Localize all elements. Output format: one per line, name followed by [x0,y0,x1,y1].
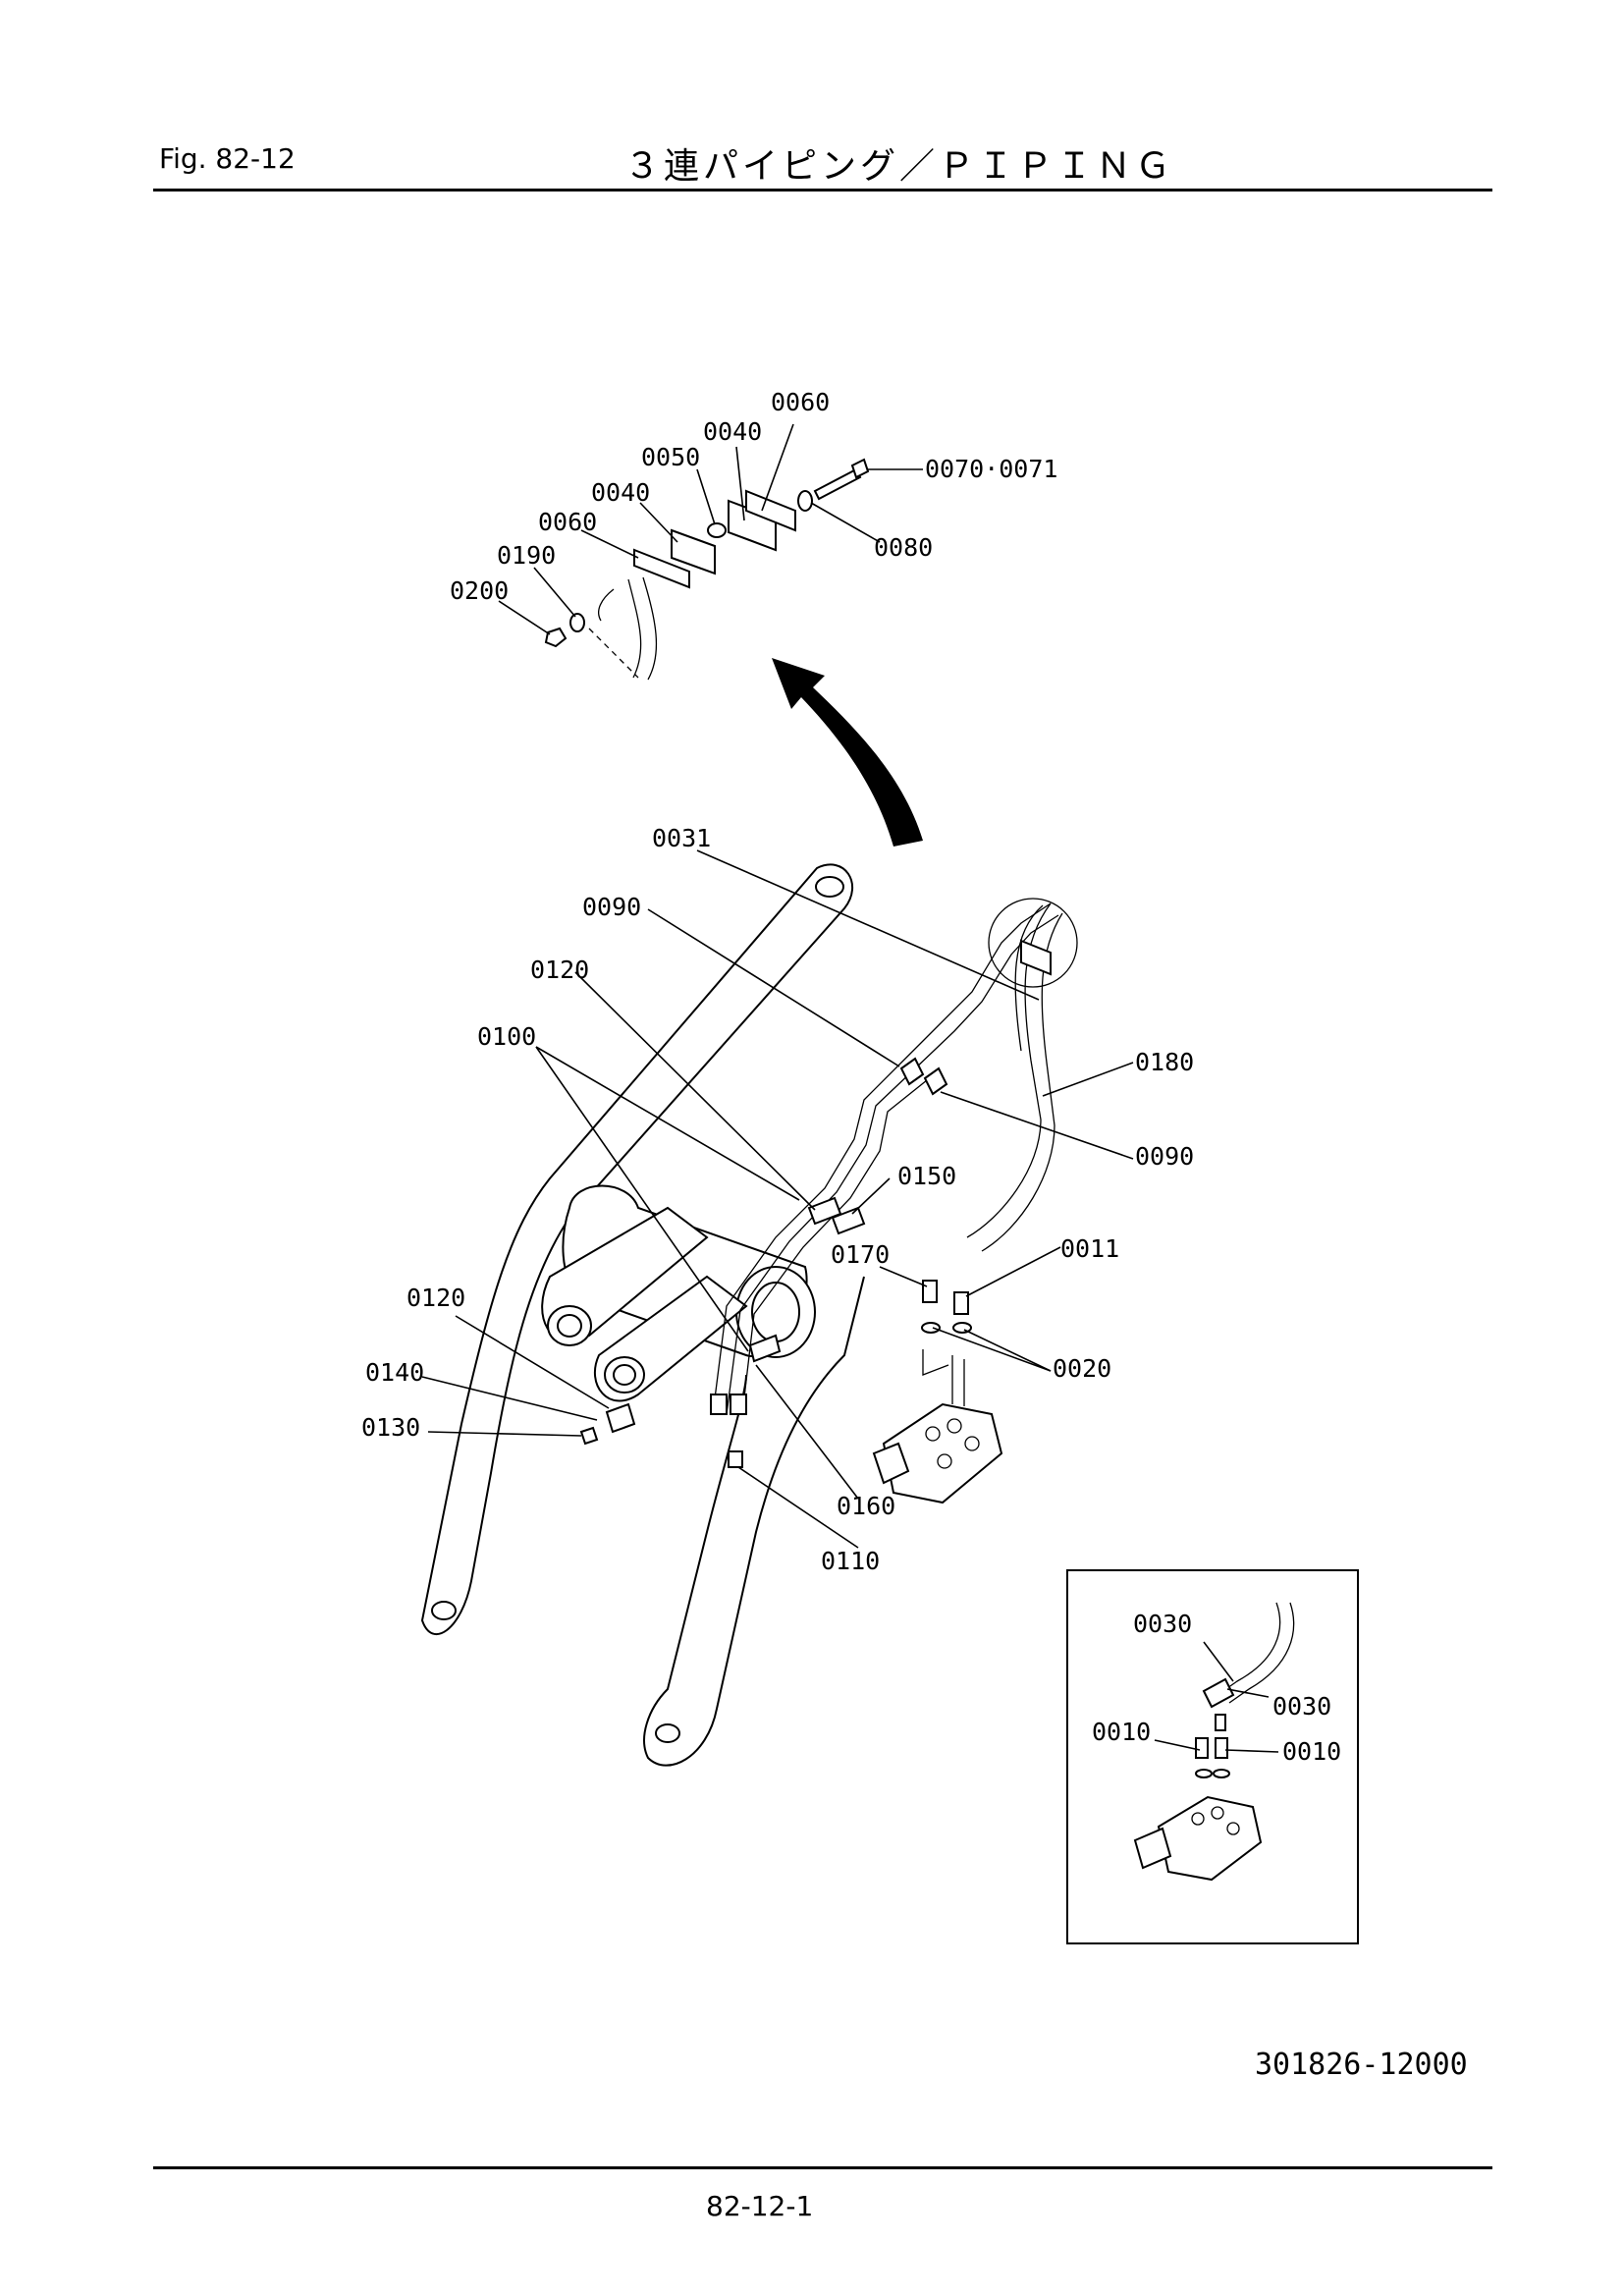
clamp-block-lower [671,528,716,575]
pin [707,522,727,538]
clamp-detail [498,423,923,681]
callout-0120-top: 0120 [530,956,589,984]
callout-0040-mid: 0040 [591,478,650,507]
clamp-plate-lower [633,548,690,589]
inset-callout-0010-b: 0010 [1282,1737,1341,1766]
figure-label: Fig. 82-12 [159,142,296,175]
loader-arm-right [643,1276,865,1767]
washer-0080 [797,490,813,512]
inset-callout-0030-a: 0030 [1133,1610,1192,1638]
header-rule [153,189,1492,191]
inset-valve-detail [1133,1602,1295,1882]
inset-callout-0010-a: 0010 [1092,1718,1151,1746]
callout-0031: 0031 [652,824,711,852]
page-title: ３連パイピング／ＰＩＰＩＮＧ [624,146,1175,187]
callout-0090-left: 0090 [582,893,641,921]
callout-0050: 0050 [641,443,700,471]
nut-0200 [544,627,568,648]
bolt-0130 [579,1426,599,1446]
callout-0150: 0150 [897,1162,956,1190]
clamp-detail-circle [988,898,1078,988]
callout-0130: 0130 [361,1413,420,1442]
callout-0140: 0140 [365,1358,424,1387]
callout-0180: 0180 [1135,1048,1194,1076]
inset-frame [1066,1569,1359,1944]
washer-0190 [569,613,585,632]
bolt-0070 [813,467,862,501]
callout-0160: 0160 [837,1492,895,1520]
bracket-0140 [605,1402,636,1434]
detail-arrow [772,658,923,847]
callout-0170: 0170 [831,1240,890,1269]
callout-0020: 0020 [1053,1354,1111,1383]
callout-0200: 0200 [450,576,509,605]
leader-lines [421,849,1134,1549]
callout-0011: 0011 [1060,1234,1119,1263]
loader-arm-left [420,863,854,1635]
callout-0070-0071: 0070·0071 [925,455,1057,483]
hydraulic-lines [579,898,1078,1468]
page-number: 82-12-1 [706,2190,814,2222]
callout-0110: 0110 [821,1547,880,1575]
callout-0190: 0190 [497,541,556,570]
inset-callout-0030-b: 0030 [1272,1692,1331,1721]
control-valve [872,1349,1003,1504]
clamp-plate-upper [745,489,796,532]
plug-0110 [728,1450,743,1468]
drawing-number: 301826-12000 [1255,2048,1468,2082]
footer-rule [153,2166,1492,2169]
callout-0090-right: 0090 [1135,1142,1194,1171]
callout-0100: 0100 [477,1022,536,1051]
cross-tube [541,1184,816,1402]
callout-0060-mid: 0060 [538,508,597,536]
callout-0080: 0080 [874,533,933,562]
callout-0040-top: 0040 [703,417,762,446]
callout-0060-top: 0060 [771,388,830,416]
callout-0120-left: 0120 [406,1284,465,1312]
